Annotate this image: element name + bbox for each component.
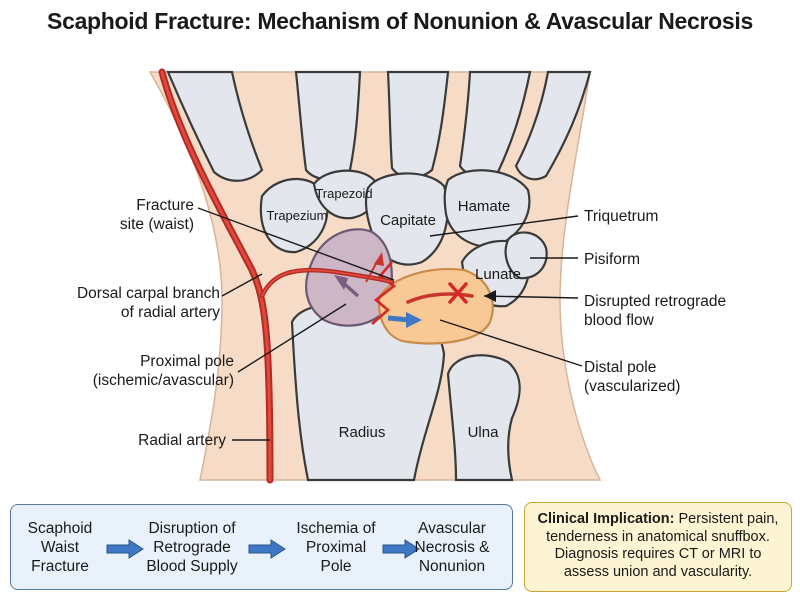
leader-lines [197, 207, 583, 441]
flow-step-1: Scaphoid Waist Fracture [5, 519, 115, 576]
flow-arrow-2 [248, 539, 286, 559]
fracture-line [371, 261, 397, 325]
label-proximal-pole-line2: (ischemic/avascular) [92, 372, 234, 389]
label-triquetrum: Triquetrum [584, 208, 659, 225]
flow-step-4: Avascular Necrosis & Nonunion [397, 519, 507, 576]
ulna-bone [446, 354, 521, 482]
label-proximal-pole-line1: Proximal pole [140, 353, 234, 370]
flow-step-1-line1: Scaphoid [27, 520, 93, 537]
flow-step-1-line3: Fracture [31, 558, 89, 575]
disrupted-flow-x [448, 282, 468, 304]
label-distal-pole-line2: (vascularized) [584, 378, 681, 395]
bone-label-trapezium: Trapezium [266, 208, 328, 223]
diagram-title: Scaphoid Fracture: Mechanism of Nonunion… [47, 8, 753, 34]
pisiform-bone [504, 231, 548, 280]
label-radial-artery: Radial artery [138, 432, 226, 449]
flow-step-2-line1: Disruption of [148, 520, 236, 537]
bone-label-trapezoid: Trapezoid [315, 186, 373, 201]
label-dorsal-branch: Dorsal carpal branch of radial artery [30, 284, 220, 322]
label-dorsal-branch-line1: Dorsal carpal branch [76, 285, 220, 302]
label-distal-pole-line1: Distal pole [584, 359, 657, 376]
flow-arrow-1 [106, 539, 144, 559]
flow-step-3-line1: Ischemia of [296, 520, 376, 537]
label-dorsal-branch-line2: of radial artery [120, 304, 220, 321]
capitate-bone [364, 172, 449, 266]
radial-artery-vessel [158, 68, 474, 484]
flow-step-2-line2: Retrograde [153, 539, 231, 556]
label-fracture-site-line2: site (waist) [119, 216, 194, 233]
label-disrupted-flow: Disrupted retrograde blood flow [584, 292, 726, 330]
bone-label-hamate: Hamate [457, 198, 511, 215]
label-proximal-pole: Proximal pole (ischemic/avascular) [48, 352, 234, 390]
flow-step-3: Ischemia of Proximal Pole [281, 519, 391, 576]
bone-label-lunate: Lunate [475, 266, 521, 283]
bone-label-ulna: Ulna [467, 424, 499, 441]
flow-step-4-line3: Nonunion [418, 558, 486, 575]
clinical-text: Persistent pain, tenderness in anatomica… [546, 511, 779, 580]
wrist-diagram [148, 68, 602, 484]
trapezium-bone [259, 177, 329, 254]
retrograde-arrows [334, 252, 422, 328]
flow-arrow-3 [382, 539, 420, 559]
flow-step-4-line1: Avascular [418, 520, 486, 537]
carpal-bones [259, 169, 548, 308]
label-disrupted-flow-line1: Disrupted retrograde [584, 293, 727, 310]
flow-step-2: Disruption of Retrograde Blood Supply [137, 519, 247, 576]
bone-label-radius: Radius [338, 424, 386, 441]
mechanism-flow-box: Scaphoid Waist Fracture Disruption of Re… [10, 504, 513, 590]
flow-step-2-line3: Blood Supply [146, 558, 238, 575]
clinical-implication-box: Clinical Implication: Persistent pain, t… [524, 502, 792, 592]
bone-label-capitate: Capitate [380, 212, 436, 229]
flow-step-3-line2: Proximal [305, 539, 367, 556]
forearm-bones [290, 301, 521, 482]
label-fracture-site-line1: Fracture [136, 197, 194, 214]
label-disrupted-flow-line2: blood flow [584, 312, 654, 329]
flow-step-3-line3: Pole [320, 558, 352, 575]
flow-step-4-line2: Necrosis & [414, 539, 490, 556]
label-distal-pole: Distal pole (vascularized) [584, 358, 680, 396]
disrupted-flow-pointer [484, 290, 496, 302]
flow-step-1-line2: Waist [40, 539, 80, 556]
label-pisiform: Pisiform [584, 251, 640, 268]
clinical-heading: Clinical Implication: [537, 511, 675, 527]
label-fracture-site: Fracture site (waist) [60, 196, 194, 234]
